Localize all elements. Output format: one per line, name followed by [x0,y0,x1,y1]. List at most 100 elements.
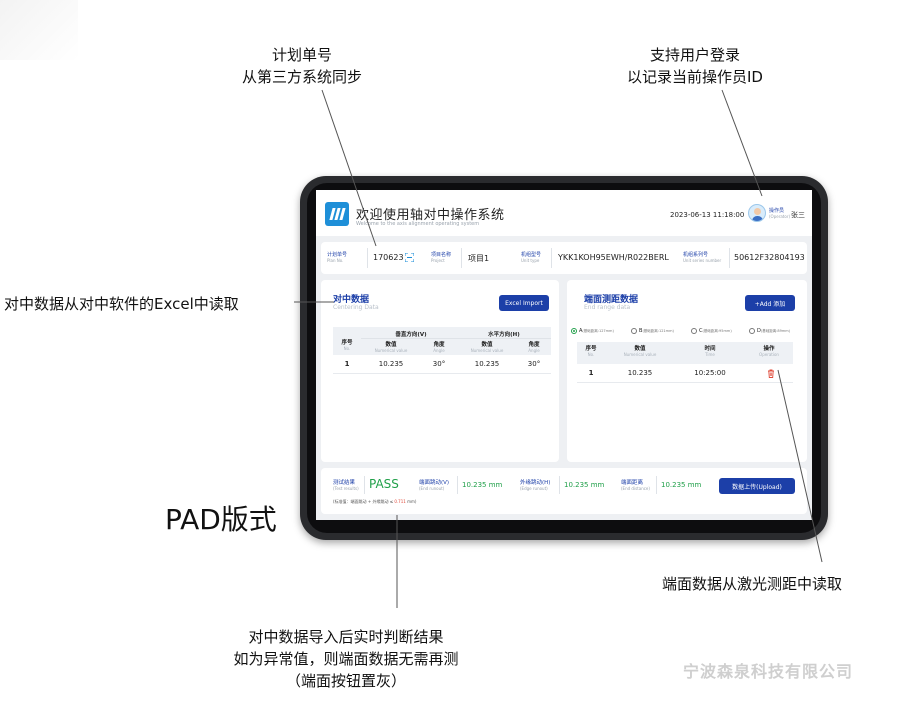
row-h-value: 10.235 [474,360,500,368]
col-h-angle: 角度 [528,342,540,348]
plan-label: 计划单号 [327,252,348,258]
row-no: 1 [344,360,350,368]
callout-result-line2: 如为异常值，则端面数据无需再测 [233,650,459,668]
col-v-value-en: Numerical value [374,348,408,353]
add-button[interactable]: +Add 添加 [745,295,795,311]
callout-result-line3: （端面按钮置灰） [285,672,406,690]
app-screen: 欢迎使用轴对中操作系统 Welcome to the axis alignmen… [316,190,812,520]
plan-label-en: Plan No. [327,258,344,263]
option-d-detail: (基础距离:89mm) [760,329,791,333]
er-col-value-en: Numerical value [623,352,657,357]
option-a-detail: (基础距离:127mm) [582,329,614,333]
callout-user-login: 支持用户登录 以记录当前操作员ID [610,44,780,88]
formula-suffix: mm) [407,499,417,504]
col-h-value-en: Numerical value [470,348,504,353]
callout-plan-line1: 计划单号 [271,46,332,64]
option-c-radio[interactable] [691,328,697,334]
option-b-detail: (基础距离:121mm) [642,329,674,333]
project-value: 项目1 [468,254,490,263]
group-h-header: 水平方向(H) [488,332,520,338]
divider [551,248,552,268]
unit-type-label-en: Unit type [521,258,540,263]
option-a-letter: A [579,328,583,334]
operator-role: 操作员 [769,208,785,214]
header-divider [361,338,551,339]
callout-login-line2: 以记录当前操作员ID [627,68,763,86]
serial-value: 50612F32804193 [734,253,805,262]
app-subtitle: Welcome to the axis alignment operating … [356,221,480,227]
edge-runout-label-en: (Edge runout) [520,486,548,491]
centering-title: 对中数据 [333,295,370,305]
divider [367,248,368,268]
centering-table-header [333,327,551,355]
info-bar: 计划单号 Plan No. 170623 项目名称 Project 项目1 机组… [321,242,807,274]
end-distance-value: 10.235 mm [661,481,702,489]
datetime: 2023-06-13 11:18:00 [670,211,745,219]
end-runout-label: 端面跳动(V) [419,480,450,486]
callout-result-line1: 对中数据导入后实时判断结果 [248,628,444,646]
col-v-angle: 角度 [433,342,445,348]
callout-plan-line2: 从第三方系统同步 [241,68,362,86]
option-a-label[interactable]: A(基础距离:127mm) [579,328,614,334]
app-title: 欢迎使用轴对中操作系统 [356,208,505,223]
callout-realtime-result: 对中数据导入后实时判断结果 如为异常值，则端面数据无需再测 （端面按钮置灰） [196,626,496,692]
er-row-time: 10:25:00 [694,369,726,377]
end-range-title: 端面测距数据 [584,295,639,305]
group-v-header: 垂直方向(V) [395,332,427,338]
operator-name[interactable]: 张三 [791,211,805,219]
pad-format-label: PAD版式 [165,503,277,536]
option-b-label[interactable]: B(基础距离:121mm) [639,328,674,334]
option-c-label[interactable]: C(基础距离:95mm) [699,328,732,334]
divider [364,476,365,494]
callout-login-line1: 支持用户登录 [649,46,740,64]
col-v-value: 数值 [385,342,397,348]
row-h-angle: 30° [527,360,541,368]
er-row-no: 1 [588,369,594,377]
option-b-letter: B [639,328,643,334]
option-d-radio[interactable] [749,328,755,334]
col-no-en: No. [343,346,351,351]
serial-label: 机组系列号 [683,252,709,258]
upload-button[interactable]: 数据上传(Upload) [719,478,795,494]
excel-import-button[interactable]: Excel Import [499,295,549,311]
divider [656,476,657,494]
callout-end-laser: 端面数据从激光测距中读取 [662,575,843,593]
delete-icon[interactable] [767,369,775,378]
app-logo-icon [325,202,349,226]
option-a-radio[interactable] [571,328,577,334]
er-col-no: 序号 [585,346,597,352]
er-col-op-en: Operation [759,352,779,357]
app-header: 欢迎使用轴对中操作系统 Welcome to the axis alignmen… [316,190,812,236]
end-distance-label-en: (End distance) [621,486,650,491]
plan-number-value: 170623 [373,253,404,262]
divider [461,248,462,268]
operator-avatar[interactable] [748,204,766,222]
option-c-detail: (基础距离:95mm) [702,329,732,333]
company-watermark: 宁波森泉科技有限公司 [683,662,854,681]
end-distance-label: 端面距离 [621,480,644,486]
table-row: 1 10.235 30° 10.235 30° [333,356,551,374]
er-row-value: 10.235 [627,369,653,377]
serial-label-en: Unit series number [683,258,722,263]
option-d-letter: D [757,328,761,334]
project-label: 项目名称 [431,252,452,258]
scan-icon[interactable] [405,253,414,262]
end-range-title-en: End range data [584,304,631,311]
col-v-angle-en: Angle [433,348,445,353]
option-b-radio[interactable] [631,328,637,334]
option-d-label[interactable]: D(基础距离:89mm) [757,328,790,334]
end-runout-label-en: (End runout) [419,486,445,491]
col-no: 序号 [341,340,353,346]
er-col-time-en: Time [705,352,715,357]
unit-type-label: 机组型号 [521,252,542,258]
results-bar: 测试结果 (Test results) PASS 端面跳动(V) (End ru… [321,468,807,514]
test-result-label-en: (Test results) [333,486,359,491]
unit-type-value: YKK1KOH95EWH/R022BERL [558,253,669,262]
centering-card: 对中数据 Centering Data Excel Import 垂直方向(V)… [321,280,559,462]
divider [457,476,458,494]
end-runout-value: 10.235 mm [462,481,503,489]
test-result-value: PASS [369,477,399,491]
edge-runout-label: 外缘跳动(H) [520,480,551,486]
end-range-card: 端面测距数据 End range data +Add 添加 A(基础距离:127… [567,280,807,462]
divider [559,476,560,494]
